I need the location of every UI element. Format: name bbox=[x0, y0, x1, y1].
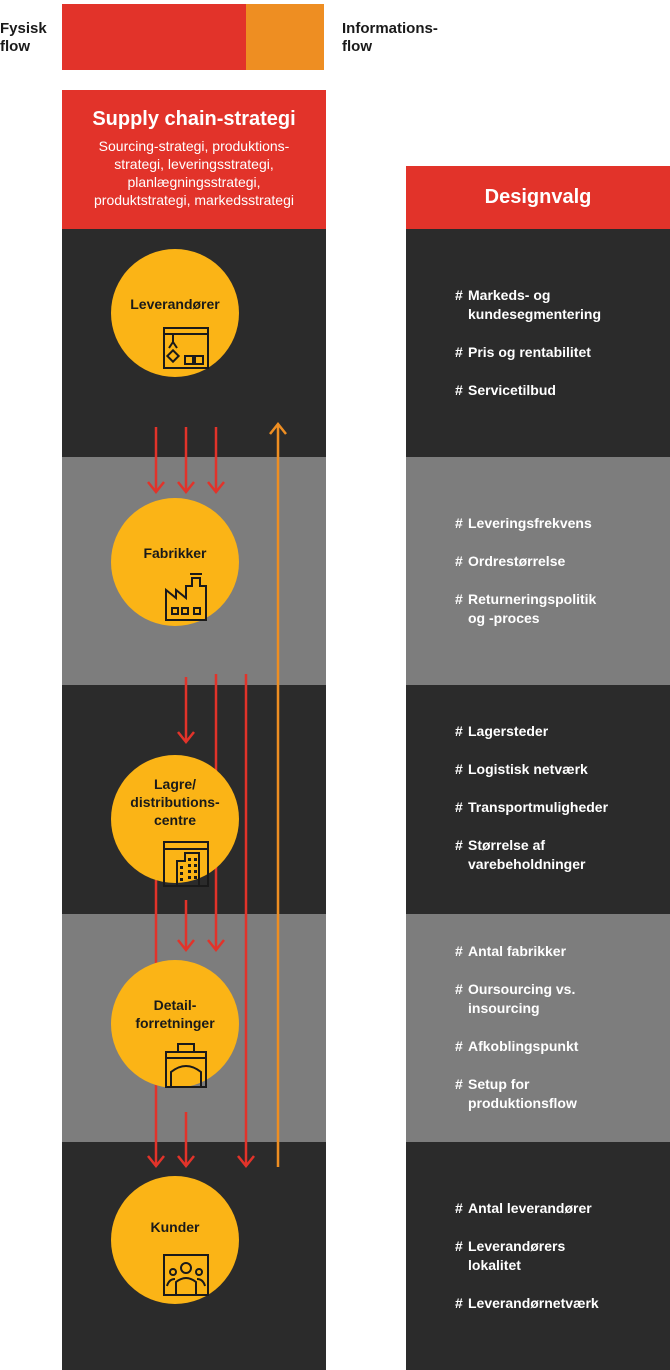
node-kunder: Kunder bbox=[111, 1176, 239, 1304]
legend-physical-swatch bbox=[62, 4, 246, 70]
node-leverandorer: Leverandører bbox=[111, 249, 239, 377]
physical-flow-arrow bbox=[237, 674, 255, 1169]
design-item: Leverandørers lokalitet bbox=[455, 1237, 665, 1275]
strategy-text: Sourcing-strategi, produktions- strategi… bbox=[94, 138, 294, 208]
physical-flow-arrow bbox=[177, 427, 195, 495]
supplier-icon bbox=[163, 327, 209, 369]
strategy-title: Supply chain-strategi bbox=[92, 108, 296, 130]
node-label: Kunder bbox=[150, 1219, 200, 1235]
design-item: Pris og rentabilitet bbox=[455, 343, 665, 362]
legend-info-swatch bbox=[246, 4, 324, 70]
right-band-2 bbox=[406, 457, 670, 685]
design-item: Logistisk netværk bbox=[455, 760, 665, 779]
design-item: Lagersteder bbox=[455, 722, 665, 741]
design-group-4: Antal fabrikker Oursourcing vs. insourci… bbox=[455, 942, 665, 1132]
design-item: Markeds- og kundesegmentering bbox=[455, 286, 665, 324]
node-label: Leverandører bbox=[130, 296, 220, 312]
legend-physical-label: Fysisk flow bbox=[0, 20, 47, 55]
node-label: Lagre/ distributions- centre bbox=[130, 776, 220, 828]
information-flow-arrow bbox=[269, 421, 287, 1167]
physical-flow-arrow bbox=[147, 427, 165, 495]
design-item: Returneringspolitik og -proces bbox=[455, 590, 665, 628]
design-item: Leveringsfrekvens bbox=[455, 514, 665, 533]
warehouse-icon bbox=[163, 841, 209, 887]
design-item: Leverandørnetværk bbox=[455, 1294, 665, 1313]
shopping-bag-icon bbox=[165, 1043, 207, 1088]
legend-info-label: Informations- flow bbox=[342, 20, 438, 55]
design-item: Antal leverandører bbox=[455, 1199, 665, 1218]
node-detail: Detail- forretninger bbox=[111, 960, 239, 1088]
physical-flow-arrow bbox=[177, 900, 195, 953]
design-item: Størrelse af varebeholdninger bbox=[455, 836, 665, 874]
design-item: Antal fabrikker bbox=[455, 942, 665, 961]
design-item: Transportmuligheder bbox=[455, 798, 665, 817]
design-group-3: Lagersteder Logistisk netværk Transportm… bbox=[455, 722, 665, 893]
design-title: Designvalg bbox=[484, 186, 592, 208]
node-lagre: Lagre/ distributions- centre bbox=[111, 755, 239, 887]
physical-flow-arrow bbox=[177, 1112, 195, 1169]
design-item: Oursourcing vs. insourcing bbox=[455, 980, 665, 1018]
factory-icon bbox=[165, 573, 207, 621]
customers-icon bbox=[163, 1254, 209, 1296]
design-item: Servicetilbud bbox=[455, 381, 665, 400]
physical-flow-arrow bbox=[177, 677, 195, 745]
design-item: Ordrestørrelse bbox=[455, 552, 665, 571]
physical-flow-arrow bbox=[207, 427, 225, 495]
node-label: Detail- forretninger bbox=[135, 997, 215, 1031]
design-group-2: Leveringsfrekvens Ordrestørrelse Returne… bbox=[455, 514, 665, 647]
design-group-1: Markeds- og kundesegmentering Pris og re… bbox=[455, 286, 665, 419]
strategy-header: Supply chain-strategi Sourcing-strategi,… bbox=[62, 90, 326, 229]
design-header: Designvalg bbox=[406, 166, 670, 229]
design-group-5: Antal leverandører Leverandørers lokalit… bbox=[455, 1199, 665, 1332]
design-item: Setup for produktionsflow bbox=[455, 1075, 665, 1113]
design-item: Afkoblingspunkt bbox=[455, 1037, 665, 1056]
node-fabrikker: Fabrikker bbox=[111, 498, 239, 626]
node-label: Fabrikker bbox=[143, 545, 207, 561]
